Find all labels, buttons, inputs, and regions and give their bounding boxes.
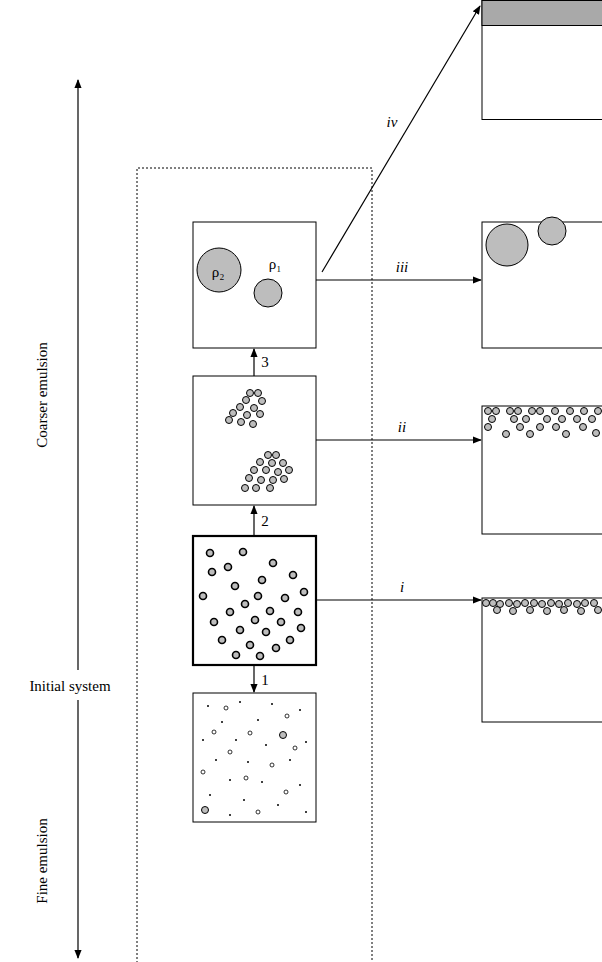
separated-box xyxy=(482,1,602,120)
small-droplet xyxy=(254,279,282,307)
step-arrow xyxy=(253,665,254,692)
pathway-arrow xyxy=(316,599,481,600)
oil-layer xyxy=(482,1,602,26)
scale-arrow xyxy=(77,700,78,958)
axis-label: Initial system xyxy=(29,678,110,695)
coarse-box xyxy=(193,222,316,348)
density-label: ρ₁ xyxy=(269,256,282,273)
dotted-frame xyxy=(137,168,372,962)
pathway-numeral: ii xyxy=(398,419,406,436)
axis-label: Fine emulsion xyxy=(34,818,51,903)
flocculated-creamed-box xyxy=(482,406,602,534)
step-number: 2 xyxy=(261,513,269,530)
pathway-numeral: iv xyxy=(387,114,398,131)
fine-droplets xyxy=(202,701,307,816)
step-number: 3 xyxy=(261,354,269,371)
fine-box xyxy=(193,693,316,822)
scale-arrow xyxy=(77,80,78,670)
pathway-numeral: i xyxy=(400,579,404,596)
axis-label: Coarser emulsion xyxy=(34,342,51,447)
step-arrow xyxy=(253,506,254,536)
fine-large-droplets xyxy=(202,732,287,814)
small-droplet xyxy=(538,217,566,245)
large-droplet xyxy=(486,224,528,266)
creamed-box xyxy=(482,598,602,722)
step-arrow xyxy=(253,349,254,376)
dispersed-droplets xyxy=(200,549,308,660)
flocculated-box xyxy=(193,376,316,505)
initial-box xyxy=(193,536,316,665)
droplet-clusters xyxy=(226,390,293,492)
creamed-droplets xyxy=(483,600,602,615)
pathway-numeral: iii xyxy=(396,259,409,276)
pathway-arrow xyxy=(316,439,481,440)
step-number: 1 xyxy=(261,672,269,689)
large-droplet xyxy=(197,248,241,292)
fine-open-droplets xyxy=(201,706,297,814)
density-label: ρ₂ xyxy=(212,264,225,281)
pathway-arrow xyxy=(316,279,481,280)
creamed-flocs xyxy=(485,408,602,438)
pathway-arrow xyxy=(322,6,480,272)
